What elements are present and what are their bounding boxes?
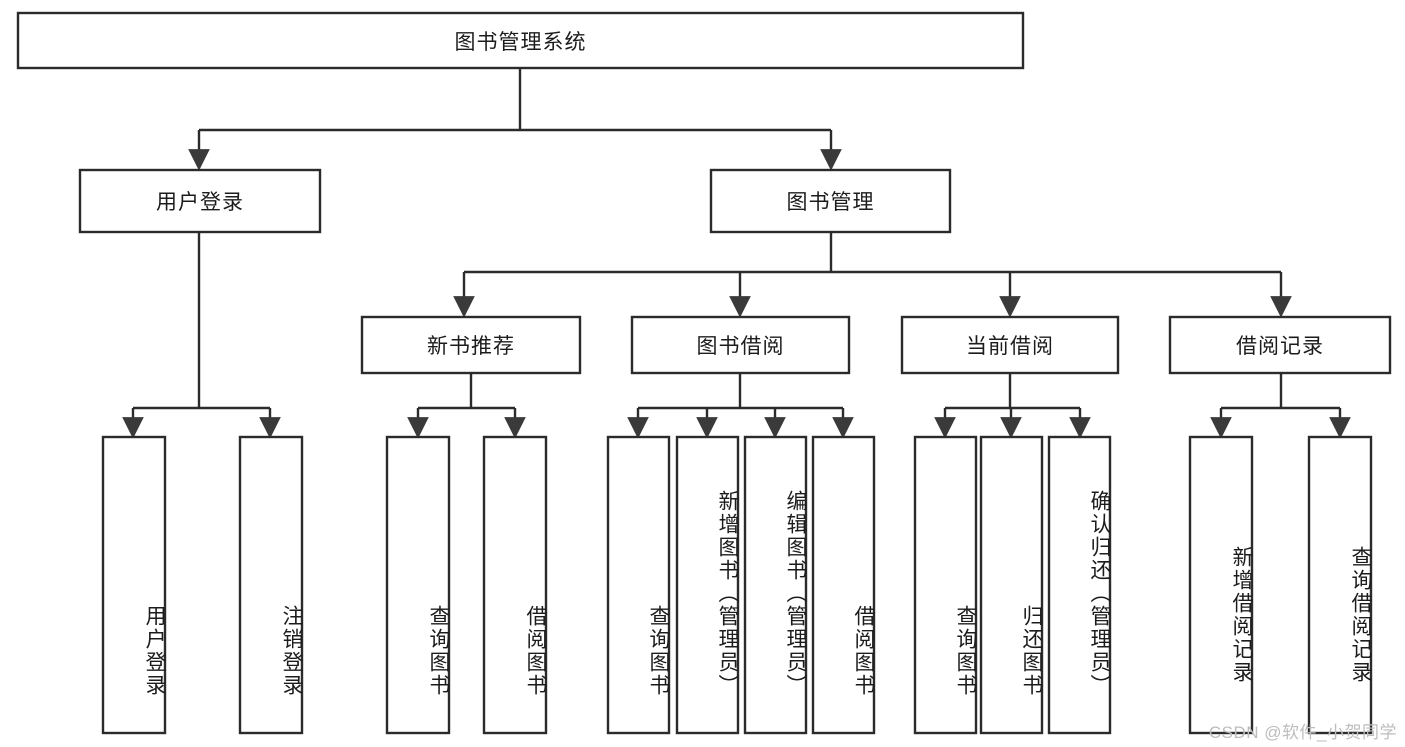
connector-group-book-mgmt bbox=[453, 232, 1292, 318]
csdn-watermark: CSDN @软件_小贺同学 bbox=[1208, 723, 1397, 742]
connector-group-user-login bbox=[122, 232, 281, 439]
node-box-borrow-record[interactable] bbox=[1168, 315, 1392, 375]
node-box-leaf-nb-borrow-book[interactable] bbox=[482, 435, 548, 735]
node-box-leaf-bb-add-book[interactable] bbox=[675, 435, 740, 735]
node-box-leaf-br-query-record[interactable] bbox=[1307, 435, 1373, 735]
node-box-leaf-cb-return-book[interactable] bbox=[979, 435, 1044, 735]
node-box-user-login[interactable] bbox=[78, 168, 322, 234]
connector-group-book-borrow bbox=[627, 373, 854, 439]
connector-group-root bbox=[188, 68, 842, 171]
node-box-leaf-cb-query-book[interactable] bbox=[913, 435, 978, 735]
node-box-leaf-user-login[interactable] bbox=[101, 435, 167, 735]
node-box-new-book[interactable] bbox=[360, 315, 582, 375]
node-box-current-borrow[interactable] bbox=[900, 315, 1120, 375]
node-box-book-mgmt[interactable] bbox=[709, 168, 952, 234]
connector-group-current-borrow bbox=[934, 373, 1091, 439]
connector-group-borrow-record bbox=[1210, 373, 1351, 439]
node-box-leaf-bb-query-book[interactable] bbox=[606, 435, 671, 735]
node-box-leaf-logout[interactable] bbox=[238, 435, 304, 735]
node-box-book-borrow[interactable] bbox=[630, 315, 851, 375]
node-box-leaf-bb-borrow-book[interactable] bbox=[811, 435, 876, 735]
connector-group-new-book bbox=[407, 373, 526, 439]
node-box-leaf-br-add-record[interactable] bbox=[1188, 435, 1254, 735]
node-box-leaf-cb-confirm-return[interactable] bbox=[1047, 435, 1112, 735]
node-box-root[interactable] bbox=[16, 11, 1025, 70]
node-box-leaf-bb-edit-book[interactable] bbox=[743, 435, 808, 735]
node-box-leaf-nb-query-book[interactable] bbox=[385, 435, 451, 735]
